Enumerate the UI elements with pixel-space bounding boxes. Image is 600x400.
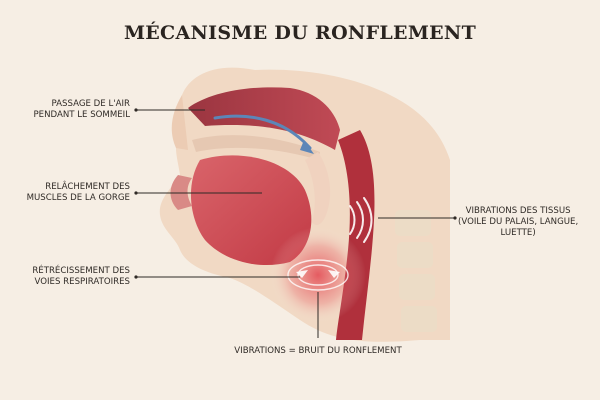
vertebra xyxy=(397,242,433,268)
vertebra xyxy=(399,274,435,300)
label-muscle-relax: RELÂCHEMENT DES MUSCLES DE LA GORGE xyxy=(27,182,130,204)
vertebra xyxy=(401,306,437,332)
label-tissue-vibration: VIBRATIONS DES TISSUS (VOILE DU PALAIS, … xyxy=(458,206,578,239)
label-narrowing: RÉTRÉCISSEMENT DES VOIES RESPIRATOIRES xyxy=(32,266,130,288)
vertebra xyxy=(395,210,431,236)
label-snoring-noise: VIBRATIONS = BRUIT DU RONFLEMENT xyxy=(210,346,426,357)
label-air-passage: PASSAGE DE L'AIR PENDANT LE SOMMEIL xyxy=(33,99,130,121)
